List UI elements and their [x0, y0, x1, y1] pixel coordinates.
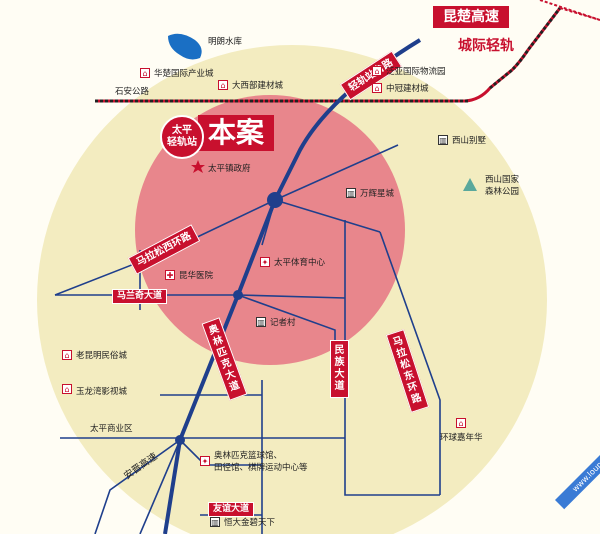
place-huachu-park: 华楚国际产业城: [154, 69, 214, 79]
place-huanqiu: 环球嘉年华: [440, 433, 483, 443]
attraction-icon: ⌂: [62, 384, 72, 394]
factory-icon: ⌂: [372, 83, 382, 93]
legend-intercity-rail: 城际轻轨: [458, 38, 514, 54]
place-zhongguan: 中冠建材城: [386, 84, 429, 94]
hospital-icon: ✚: [165, 270, 175, 280]
building-icon: ▥: [438, 135, 448, 145]
place-xishan-villa: 西山别墅: [452, 136, 487, 146]
building-icon: ▥: [210, 517, 220, 527]
road-line: [274, 199, 381, 233]
place-minglang-reservoir: 明朗水库: [208, 37, 243, 47]
place-xishan-forest-line2: 森林公园: [485, 187, 520, 197]
road-label-shian: 石安公路: [115, 87, 150, 97]
reservoir-shape: [168, 33, 202, 60]
sports-icon: ✦: [260, 257, 270, 267]
factory-icon: ⌂: [218, 80, 228, 90]
place-wanhui: 万辉星城: [360, 189, 395, 199]
road-tag-malanqi: 马兰奇大道: [112, 289, 168, 304]
place-folk-village: 老昆明民俗城: [76, 351, 128, 361]
place-taiping-sports: 太平体育中心: [274, 258, 326, 268]
road-line: [139, 439, 181, 534]
place-fanya: 泛亚国际物流园: [386, 67, 446, 77]
factory-icon: ⌂: [372, 66, 382, 76]
place-taiping-business: 太平商业区: [90, 424, 133, 434]
building-icon: ▥: [256, 317, 266, 327]
place-olympic-venues-line2: 田径馆、棋牌运动中心等: [214, 463, 308, 473]
station-badge-line2: 轻轨站: [167, 137, 197, 148]
place-hengda: 恒大金碧天下: [224, 518, 276, 528]
station-badge: 太平 轻轨站: [160, 115, 204, 159]
place-xishan-forest-line1: 西山国家: [485, 175, 520, 185]
road-line: [344, 220, 440, 496]
place-daxinan: 大西部建材城: [232, 81, 284, 91]
place-taiping-gov: 太平镇政府: [208, 164, 251, 174]
place-olympic-venues-line1: 奥林匹克篮球馆、: [214, 451, 283, 461]
building-icon: ▥: [346, 188, 356, 198]
road-line: [274, 144, 399, 201]
star-shape: [191, 160, 205, 173]
place-kunhua-hospital: 昆华医院: [179, 271, 214, 281]
sports-icon: ✦: [200, 456, 210, 466]
road-line: [379, 231, 441, 495]
project-label: 本案: [198, 115, 275, 151]
road-tag-youyi: 友谊大道: [208, 502, 255, 517]
attraction-icon: ⌂: [62, 350, 72, 360]
road-tag-minzu: 民族大道: [330, 340, 349, 398]
factory-icon: ⌂: [140, 68, 150, 78]
place-jizhecun: 记者村: [270, 318, 296, 328]
highway-right: [489, 7, 562, 90]
road-line: [94, 439, 181, 534]
junction-node: [233, 290, 243, 300]
shopping-icon: ⌂: [456, 418, 466, 428]
junction-node: [267, 192, 283, 208]
junction-node: [175, 435, 185, 445]
red-dotted-line: [539, 0, 600, 21]
mountain-shape: [463, 178, 477, 191]
legend-highway: 昆楚高速: [433, 6, 509, 28]
station-badge-line1: 太平: [172, 125, 192, 136]
place-yulongwan: 玉龙湾影视城: [76, 387, 128, 397]
